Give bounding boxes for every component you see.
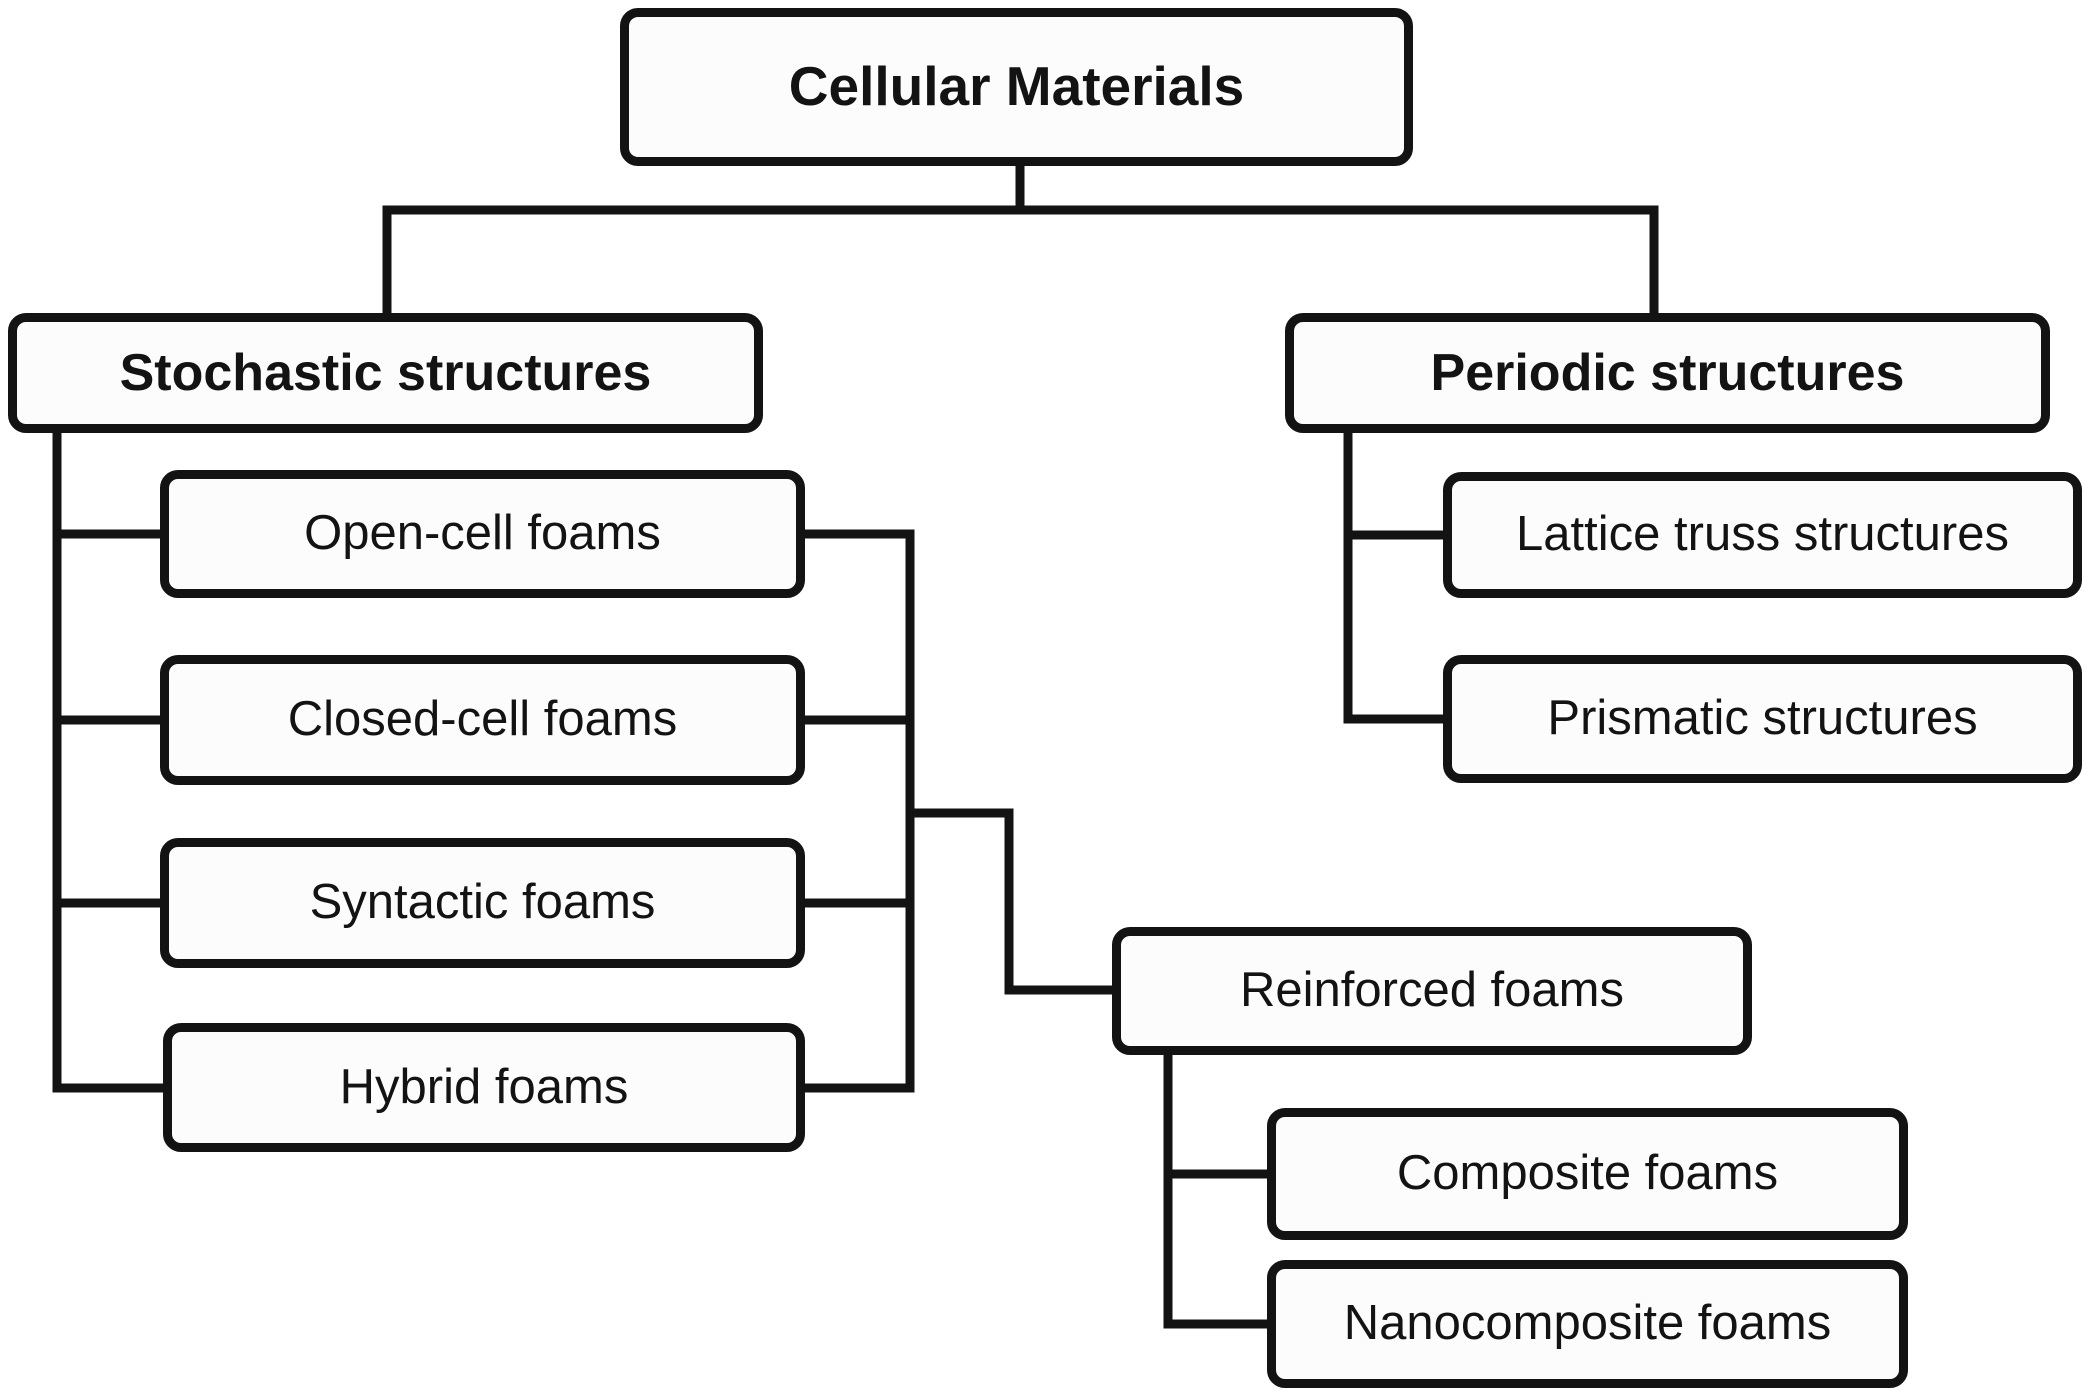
node-hybrid-foams: Hybrid foams xyxy=(163,1023,805,1152)
edge-periodic-trunk xyxy=(1343,426,1448,724)
edge-stochastic-trunk xyxy=(52,426,168,1093)
node-closed-cell-foams: Closed-cell foams xyxy=(160,655,805,785)
node-stochastic-structures: Stochastic structures xyxy=(8,313,763,433)
node-periodic-structures: Periodic structures xyxy=(1285,313,2050,433)
node-nanocomposite-foams: Nanocomposite foams xyxy=(1267,1260,1908,1388)
edge-splitter xyxy=(382,205,1659,320)
edge-to-reinforced xyxy=(905,808,1117,995)
node-lattice-truss-structures: Lattice truss structures xyxy=(1443,472,2082,598)
node-composite-foams: Composite foams xyxy=(1267,1108,1908,1240)
node-open-cell-foams: Open-cell foams xyxy=(160,470,805,598)
node-syntactic-foams: Syntactic foams xyxy=(160,838,805,968)
edge-reinforced-trunk xyxy=(1163,1048,1272,1329)
node-prismatic-structures: Prismatic structures xyxy=(1443,655,2082,783)
node-reinforced-foams: Reinforced foams xyxy=(1112,927,1752,1055)
node-cellular-materials: Cellular Materials xyxy=(620,8,1413,166)
